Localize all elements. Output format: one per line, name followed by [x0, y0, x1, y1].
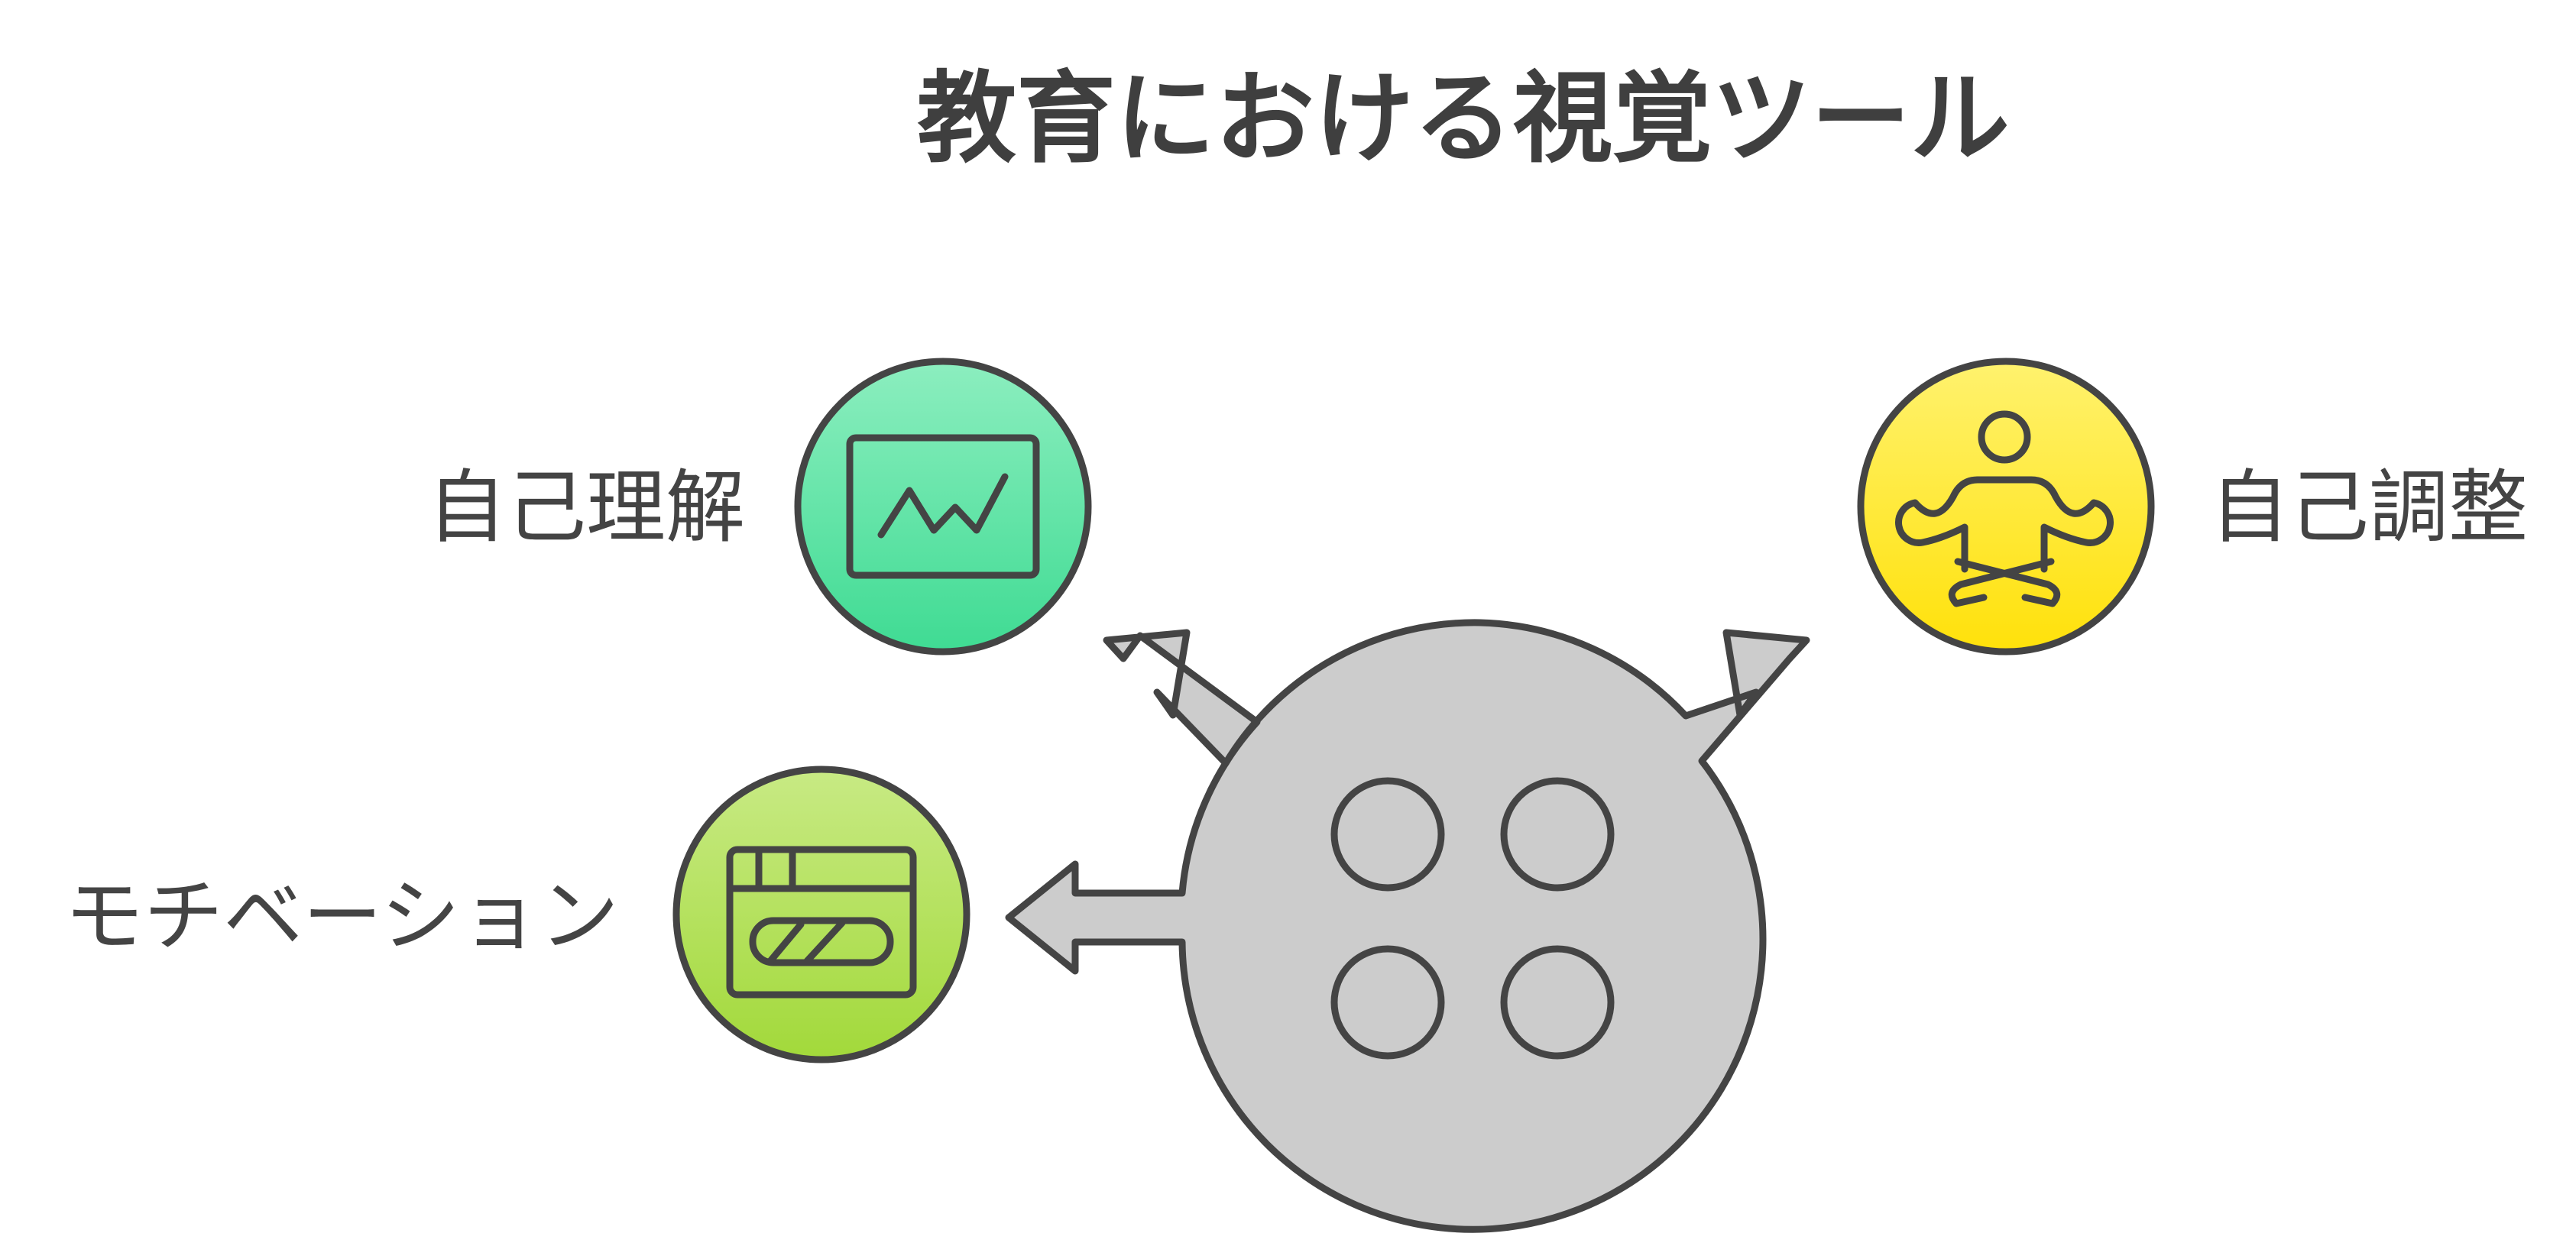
- progress-window-icon: [726, 846, 917, 999]
- node-self-understanding: 自己理解: [427, 358, 1092, 656]
- hub-shape: [1005, 619, 1810, 1233]
- node-label-motivation: モチベーション: [64, 869, 619, 963]
- node-circle-self-regulation: [1857, 358, 2155, 656]
- node-self-regulation: 自己調整: [1857, 358, 2528, 656]
- four-circles-icon: [1330, 777, 1615, 1060]
- node-motivation: モチベーション: [64, 766, 970, 1063]
- node-circle-self-understanding: [794, 358, 1092, 656]
- node-label-self-understanding: 自己理解: [427, 461, 745, 554]
- node-label-self-regulation: 自己調整: [2210, 461, 2528, 554]
- meditation-icon: [1895, 410, 2114, 607]
- page-title: 教育における視覚ツール: [917, 60, 2010, 176]
- line-chart-icon: [846, 434, 1040, 579]
- node-circle-motivation: [672, 766, 970, 1063]
